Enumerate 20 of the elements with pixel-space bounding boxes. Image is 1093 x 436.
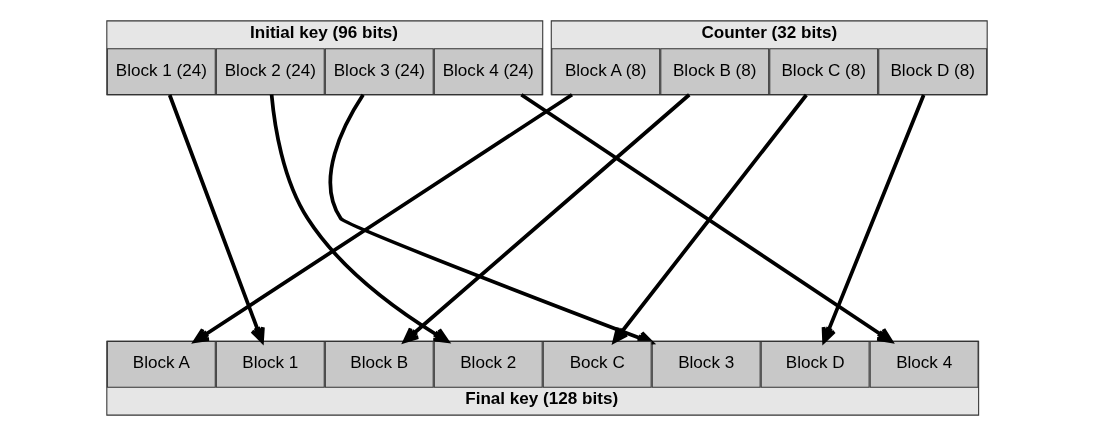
node-box: Block A — [106, 340, 216, 388]
node-box: Block 2 — [433, 340, 543, 388]
arrow — [269, 94, 449, 344]
arrow — [821, 94, 925, 344]
node-box: Block B (8) — [659, 48, 769, 96]
node-box: Block 2 (24) — [215, 48, 325, 96]
node-box: Block 4 — [869, 340, 979, 388]
node-box: Block 3 (24) — [324, 48, 434, 96]
arrow — [167, 94, 265, 344]
node-box: Block B — [324, 340, 434, 388]
node-box: Block 1 — [215, 340, 325, 388]
arrow — [192, 93, 573, 344]
node-box: Block D (8) — [877, 48, 987, 96]
node-box: Block C (8) — [768, 48, 878, 96]
node-box: Block A (8) — [550, 48, 660, 96]
node-box: Bock C — [542, 340, 652, 388]
node-box: Block D — [760, 340, 870, 388]
node-box: Block 3 — [651, 340, 761, 388]
node-box: Block 4 (24) — [433, 48, 543, 96]
node-box: Block 1 (24) — [106, 48, 216, 96]
